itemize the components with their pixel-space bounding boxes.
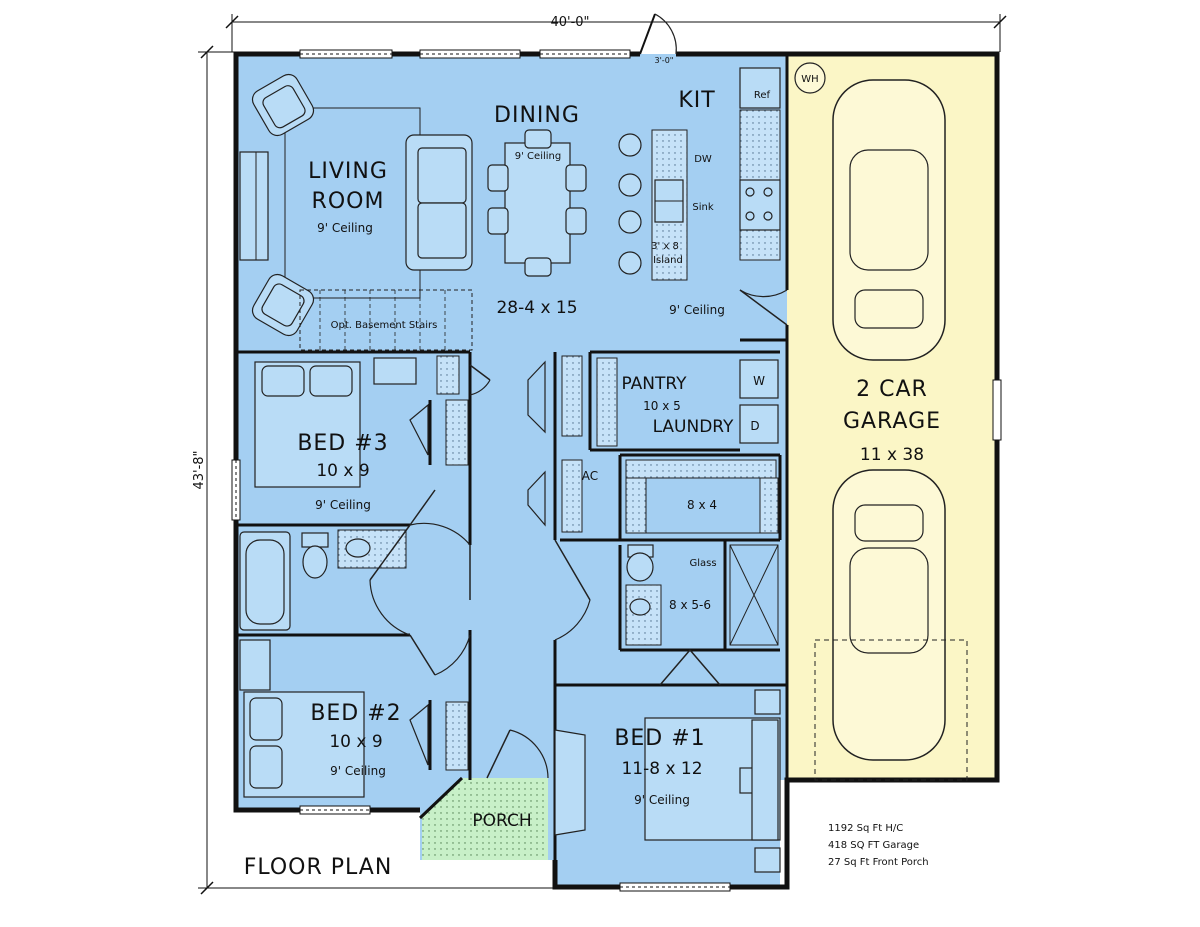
pantry-name: PANTRY — [621, 374, 687, 394]
dining-table — [487, 129, 587, 277]
pantry-dims: 10 x 5 — [643, 399, 681, 413]
garage-name-2: GARAGE — [843, 409, 941, 434]
bed2-name: BED #2 — [310, 701, 401, 726]
master-bath-fixtures — [626, 544, 779, 646]
living-room-ceiling: 9' Ceiling — [317, 221, 373, 235]
bed1-name: BED #1 — [614, 726, 705, 751]
bed1-dims: 11-8 x 12 — [621, 759, 702, 779]
living-furniture — [239, 73, 473, 337]
kitchen-fixtures — [618, 67, 781, 275]
kitchen-sink: Sink — [692, 202, 713, 213]
hall-bath-fixtures — [239, 531, 371, 631]
porch-label: PORCH — [472, 811, 531, 831]
basement-stairs-label: Opt. Basement Stairs — [331, 320, 438, 331]
porch-fill — [422, 778, 548, 860]
garage-cars — [794, 62, 968, 781]
bed2-dims: 10 x 9 — [329, 732, 382, 752]
kitchen-dw: DW — [694, 154, 712, 165]
washer-label: W — [753, 374, 765, 388]
windows — [231, 49, 1002, 892]
summary-line-1: 1192 Sq Ft H/C — [828, 823, 903, 834]
island-size: 3' x 8 — [651, 241, 679, 252]
labels: 40'-0" 43'-8" 3'-0" LIVING ROOM 9' Ceili… — [192, 15, 941, 880]
floor-plan-title: FLOOR PLAN — [244, 855, 393, 880]
living-room-name-1: LIVING — [308, 159, 388, 184]
garage-dims: 11 x 38 — [860, 445, 924, 465]
bed2-furniture — [239, 639, 365, 798]
bed1-furniture — [554, 689, 781, 873]
house-blue-fill — [236, 54, 787, 887]
bath-dims: 8 x 5-6 — [669, 598, 711, 612]
dining-name: DINING — [494, 103, 580, 128]
overall-width-label: 40'-0" — [550, 15, 589, 30]
kitchen-ceiling: 9' Ceiling — [669, 303, 725, 317]
laundry-name: LAUNDRY — [653, 417, 734, 437]
dimension-lines — [198, 14, 1007, 895]
dryer-label: D — [750, 419, 759, 433]
kitchen-ref: Ref — [754, 90, 771, 101]
island-label: Island — [653, 255, 683, 266]
water-heater-label: WH — [801, 74, 818, 85]
glass-label: Glass — [689, 558, 716, 569]
summary-line-3: 27 Sq Ft Front Porch — [828, 857, 929, 868]
entry-door — [639, 13, 677, 55]
ac-label: AC — [582, 469, 598, 483]
car-top — [832, 79, 946, 361]
bed2-ceiling: 9' Ceiling — [330, 764, 386, 778]
overall-depth-label: 43'-8" — [192, 450, 207, 489]
bed3-furniture — [254, 357, 417, 488]
dining-ceiling: 9' Ceiling — [515, 151, 561, 162]
bed3-name: BED #3 — [297, 431, 388, 456]
great-room-dims: 28-4 x 15 — [496, 298, 577, 318]
garage-name-1: 2 CAR — [856, 377, 928, 402]
living-room-name-2: ROOM — [312, 189, 385, 214]
bed1-ceiling: 9' Ceiling — [634, 793, 690, 807]
laundry-machines — [739, 359, 779, 444]
summary-line-2: 418 SQ FT Garage — [828, 840, 919, 851]
kitchen-name: KIT — [678, 88, 715, 113]
bed3-ceiling: 9' Ceiling — [315, 498, 371, 512]
bed3-dims: 10 x 9 — [316, 461, 369, 481]
doors — [369, 289, 788, 779]
entry-door-width: 3'-0" — [655, 56, 674, 65]
basement-stairs — [299, 289, 473, 351]
car-bottom — [832, 469, 946, 761]
closet-dims: 8 x 4 — [687, 498, 717, 512]
